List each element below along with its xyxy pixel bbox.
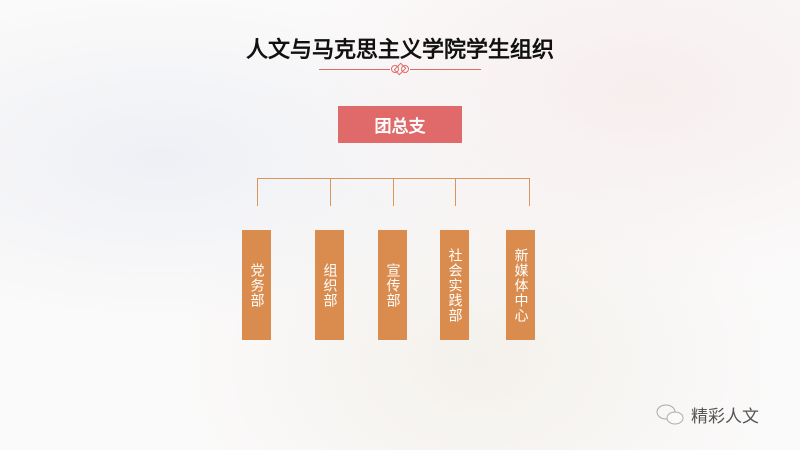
watermark: 精彩人文 <box>655 402 759 427</box>
wechat-icon <box>656 404 684 424</box>
connector-vertical <box>330 178 331 206</box>
dept-node: 新媒体中心 <box>506 230 535 340</box>
connector-vertical <box>257 178 258 206</box>
connector-vertical <box>529 178 530 206</box>
page-title: 人文与马克思主义学院学生组织 <box>245 38 554 63</box>
watermark-text: 精彩人文 <box>691 407 759 427</box>
dept-node: 党务部 <box>242 230 271 340</box>
knot-ornament-icon <box>390 62 410 76</box>
connector-vertical <box>455 178 456 206</box>
dept-node: 社会实践部 <box>440 230 469 340</box>
dept-node: 宣传部 <box>378 230 407 340</box>
dept-node: 组织部 <box>315 230 344 340</box>
root-node: 团总支 <box>338 106 462 143</box>
connector-vertical <box>393 178 394 206</box>
